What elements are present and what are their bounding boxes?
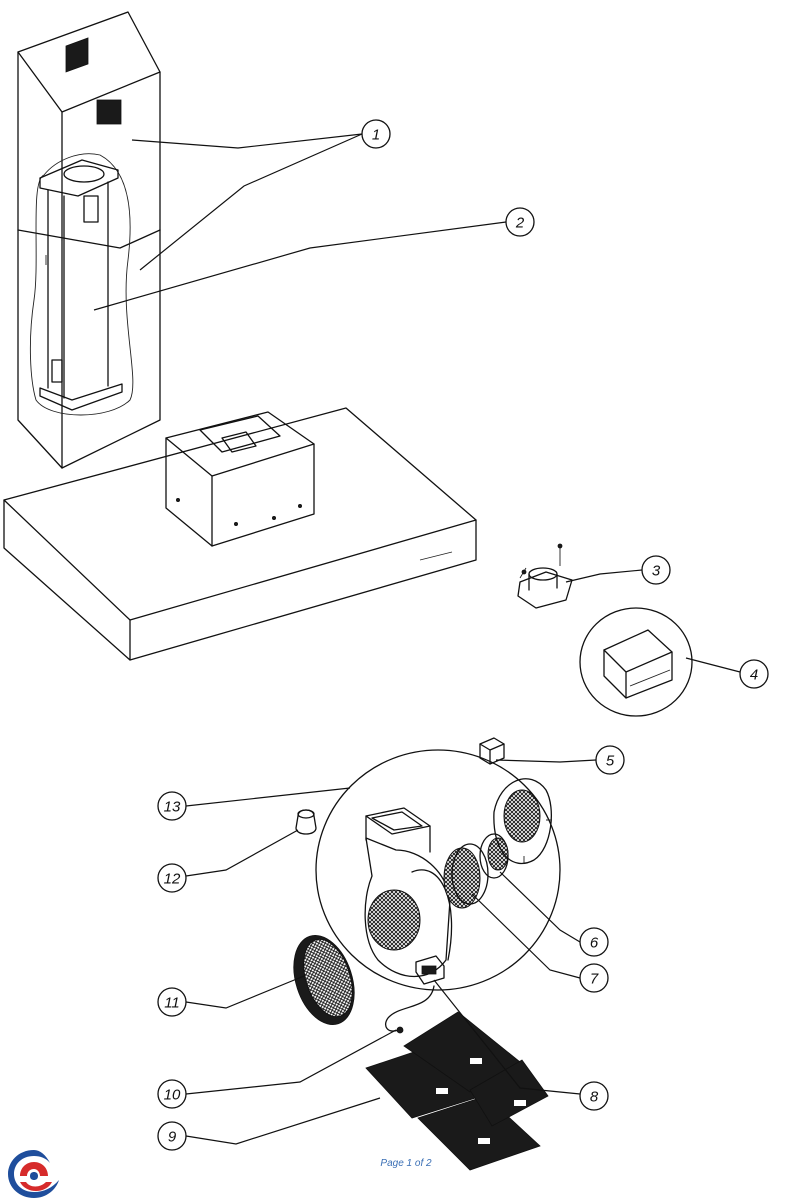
callout-5: 5 [595, 745, 625, 775]
callout-12: 12 [157, 863, 187, 893]
leader-lines [93, 133, 741, 1145]
callout-2: 2 [505, 207, 535, 237]
hood-body [3, 407, 477, 661]
svg-text:13: 13 [164, 799, 181, 816]
callout-4: 4 [739, 659, 769, 689]
svg-text:2: 2 [515, 215, 525, 232]
callout-8: 8 [579, 1081, 609, 1111]
fan-wheel [443, 843, 489, 909]
svg-text:3: 3 [652, 563, 661, 580]
grease-filters [365, 1011, 549, 1171]
svg-text:10: 10 [164, 1087, 181, 1104]
wire-connector [415, 955, 445, 985]
control-switch-assembly [579, 607, 693, 717]
svg-text:7: 7 [590, 971, 599, 988]
motor-assembly [315, 737, 561, 991]
page-number: Page 1 of 2 [380, 1158, 432, 1169]
exhaust-damper [517, 543, 573, 609]
vent-grille-front [96, 99, 122, 125]
light-bulb [295, 809, 317, 835]
motor-back-plate [493, 778, 552, 865]
callout-10: 10 [157, 1079, 187, 1109]
chimney-cover [17, 11, 161, 469]
svg-text:9: 9 [168, 1129, 177, 1146]
power-cable [384, 985, 435, 1034]
callout-11: 11 [157, 987, 187, 1017]
svg-text:11: 11 [164, 995, 180, 1012]
svg-text:8: 8 [590, 1089, 599, 1106]
brand-logo-icon [8, 1150, 59, 1198]
svg-text:12: 12 [164, 871, 181, 888]
capacitor [479, 737, 505, 765]
callout-7: 7 [579, 963, 609, 993]
blower-housing [364, 807, 453, 978]
svg-text:6: 6 [590, 935, 599, 952]
svg-text:4: 4 [750, 667, 758, 684]
callout-3: 3 [641, 555, 671, 585]
callout-6: 6 [579, 927, 609, 957]
svg-text:5: 5 [606, 753, 615, 770]
callout-9: 9 [157, 1121, 187, 1151]
vent-grille-top [65, 37, 89, 73]
callout-13: 13 [157, 791, 187, 821]
charcoal-filter-disc [293, 935, 355, 1025]
motor [479, 833, 509, 879]
chimney-bracket [29, 153, 134, 416]
svg-text:1: 1 [372, 127, 380, 144]
callout-1: 1 [361, 119, 391, 149]
